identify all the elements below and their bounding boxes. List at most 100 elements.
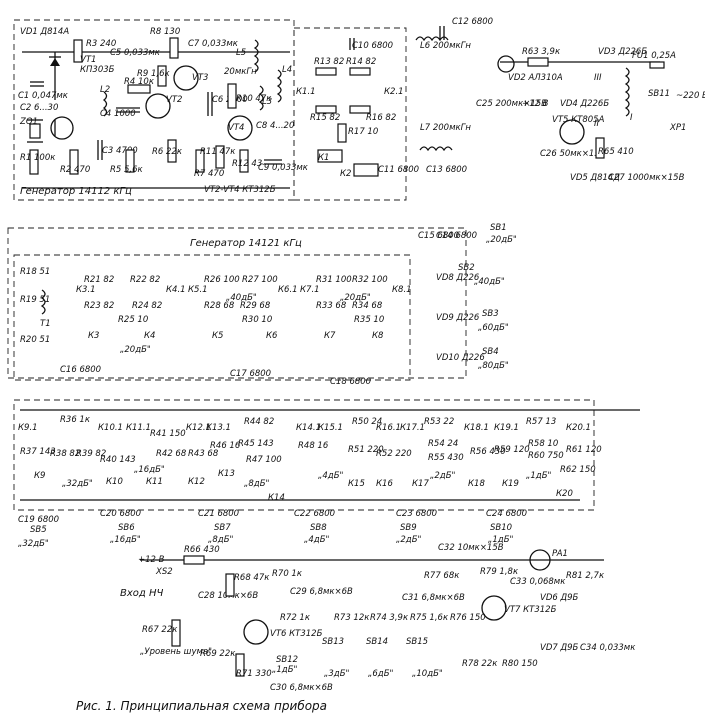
sb15-value: „10дБ"	[412, 669, 443, 679]
r17-label: R17 10	[348, 127, 378, 137]
vt6-label: VT6 КТ312Б	[270, 629, 323, 639]
sb15-label: SB15	[406, 637, 428, 647]
r6-resistor	[167, 139, 177, 163]
k1-label: К1	[318, 153, 329, 163]
r14-resistor	[349, 67, 371, 76]
c23-label: C23 6800	[396, 509, 437, 519]
l5-inductor	[253, 39, 259, 73]
r35-label: R35 10	[354, 315, 384, 325]
vd10-label: VD10 Д226	[436, 353, 485, 363]
r4-label: R4 10к	[124, 77, 155, 87]
k18-label: К18	[468, 479, 485, 489]
sb3-value: „60дБ"	[478, 323, 509, 333]
k12-coil-label: К12	[188, 477, 205, 487]
vt1-transistor	[50, 116, 74, 140]
c5-label: C5 0,033мк	[110, 48, 161, 58]
att-32db-tag: „32дБ"	[62, 479, 93, 489]
l5-value-label: 20мкГн	[224, 67, 257, 77]
c34-label: C34 0,033мк	[580, 643, 636, 653]
r6-label: R6 22к	[152, 147, 183, 157]
r8-label: R8 130	[150, 27, 180, 37]
vd2-led	[497, 55, 515, 73]
r63-label: R63 3,9к	[522, 47, 561, 57]
sb3-label: SB3	[482, 309, 499, 319]
c1-label: C1 0,047мк	[18, 91, 69, 101]
sb6-label: SB6	[118, 523, 135, 533]
generator-1-title: Генератор 14112 кГц	[20, 186, 132, 197]
r48-label: R48 16	[298, 441, 329, 451]
vd9-label: VD9 Д226	[436, 313, 480, 323]
supply-label-top: +12 В	[522, 99, 549, 109]
r43-label: R43 68	[188, 449, 219, 459]
generator-2: Генератор 14121 кГц C14 6800 C15 6800 R1…	[20, 231, 485, 387]
r7-resistor	[195, 149, 205, 173]
sb14-value: „6дБ"	[368, 669, 394, 679]
c15-label: C15 6800	[418, 231, 459, 241]
l7-inductor	[419, 146, 453, 152]
c25-label: C25 200мк×15В	[476, 99, 547, 109]
r67-label: R67 22к	[142, 625, 178, 635]
c20-label: C20 6800	[100, 509, 141, 519]
l2-inductor	[102, 91, 108, 117]
noise-level-label: „Уровень шума"	[140, 647, 212, 657]
k11-coil-label: К11	[146, 477, 163, 487]
fuse-label: FU1 0,25А	[632, 51, 676, 61]
k151-label: К15.1	[318, 423, 343, 433]
sb5-value: „32дБ"	[18, 539, 49, 549]
r46-label: R46 16	[210, 441, 241, 451]
k2-label: К2	[340, 169, 351, 179]
k13-label: К13	[218, 469, 235, 479]
vt2-vt4-label: VT2-VT4 КТ312Б	[204, 185, 276, 195]
k191-label: К19.1	[494, 423, 519, 433]
meter-label: PA1	[552, 549, 568, 559]
c17-label: C17 6800	[230, 369, 271, 379]
vt1-type-label: КП303Б	[80, 65, 115, 75]
l3-label: L3	[262, 97, 272, 107]
r2-resistor	[69, 149, 79, 175]
r72-label: R72 1к	[280, 613, 311, 623]
r10-label: R10 47к	[236, 94, 272, 104]
r28-label: R28 68	[204, 301, 235, 311]
r2-label: R2 470	[60, 165, 90, 175]
c4-label: C4 1000	[100, 109, 136, 119]
sb9-label: SB9	[400, 523, 417, 533]
r34-label: R34 68	[352, 301, 383, 311]
r10-resistor	[227, 83, 237, 109]
l5-label: L5	[236, 48, 246, 58]
k10-label: К10	[106, 477, 123, 487]
k20-label: К20	[556, 489, 573, 499]
c29-label: C29 6,8мк×6В	[290, 587, 353, 597]
r30-label: R30 10	[242, 315, 272, 325]
r52-label: R52 220	[376, 449, 412, 459]
vt5-transistor	[559, 119, 585, 145]
c32-label: C32 10мк×15В	[438, 543, 504, 553]
r67-potentiometer[interactable]	[171, 619, 181, 647]
r69-label: R69 22к	[200, 649, 236, 659]
sb12-label: SB12	[276, 655, 298, 665]
r12-label: R12 43	[232, 159, 262, 169]
r58-label: R58 10	[528, 439, 558, 449]
att-2db-tag: „2дБ"	[430, 471, 456, 481]
k9-label: К9	[34, 471, 45, 481]
r11-resistor	[215, 145, 225, 169]
r19-label: R19 51	[20, 295, 50, 305]
cell2-value: „40дБ"	[226, 293, 257, 303]
attenuator-frame	[13, 399, 595, 511]
lf-amplifier: +12 В R66 430 C32 10мк×15В PA1 XS2 Вход …	[120, 543, 636, 693]
k2-relay-coil	[353, 163, 379, 177]
r63-resistor	[527, 57, 549, 67]
vt3-label: VT3	[192, 73, 208, 83]
k4-label: К4	[144, 331, 155, 341]
sb1-label: SB1	[490, 223, 507, 233]
vt2-label: VT2	[166, 95, 182, 105]
r71-resistor	[235, 653, 245, 677]
r68-label: R68 47к	[234, 573, 270, 583]
k171-label: К17.1	[400, 423, 425, 433]
r79-label: R79 1,8к	[480, 567, 519, 577]
r17-resistor	[337, 123, 347, 143]
generator-2-frame	[7, 227, 467, 379]
sb4-value: „80дБ"	[478, 361, 509, 371]
r16-resistor	[349, 105, 371, 114]
k14-label: К14	[268, 493, 285, 503]
